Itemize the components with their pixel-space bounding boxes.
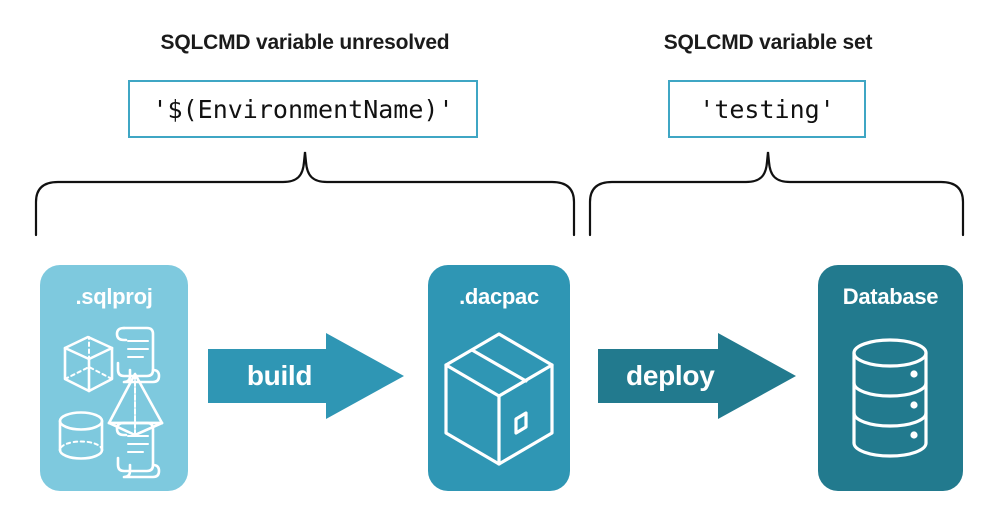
arrow-build-shape <box>208 333 404 419</box>
code-box-variable-value: 'testing' <box>668 80 866 138</box>
group-title-right: SQLCMD variable set <box>663 31 873 54</box>
arrow-build: build <box>208 333 404 419</box>
stage-box-database: Database <box>818 265 963 491</box>
curly-brace-left-icon <box>34 151 576 237</box>
stage-label-dacpac: .dacpac <box>459 284 539 309</box>
cube-wireframe-icon <box>63 335 114 393</box>
arrow-deploy-shape <box>598 333 796 419</box>
group-title-left: SQLCMD variable unresolved <box>160 31 450 54</box>
code-box-environment-variable: '$(EnvironmentName)' <box>128 80 478 138</box>
database-cylinder-icon <box>852 338 928 458</box>
curly-brace-right-icon <box>588 151 965 237</box>
cylinder-wireframe-icon <box>58 411 104 460</box>
stage-box-sqlproj: .sqlproj <box>40 265 188 491</box>
script-scroll-icon <box>115 326 161 384</box>
code-text-right: 'testing' <box>699 94 835 124</box>
dacpac-artwork <box>428 317 570 483</box>
package-box-icon <box>444 332 554 466</box>
stage-label-sqlproj: .sqlproj <box>75 284 153 309</box>
database-artwork <box>818 317 963 483</box>
arrow-deploy: deploy <box>598 333 796 419</box>
code-text-left: '$(EnvironmentName)' <box>152 94 454 124</box>
brace-group <box>34 151 965 237</box>
database-status-dots <box>910 370 918 439</box>
script-scroll-icon <box>115 421 161 479</box>
stage-box-dacpac: .dacpac <box>428 265 570 491</box>
sqlproj-artwork <box>40 317 188 483</box>
stage-label-database: Database <box>842 284 939 309</box>
